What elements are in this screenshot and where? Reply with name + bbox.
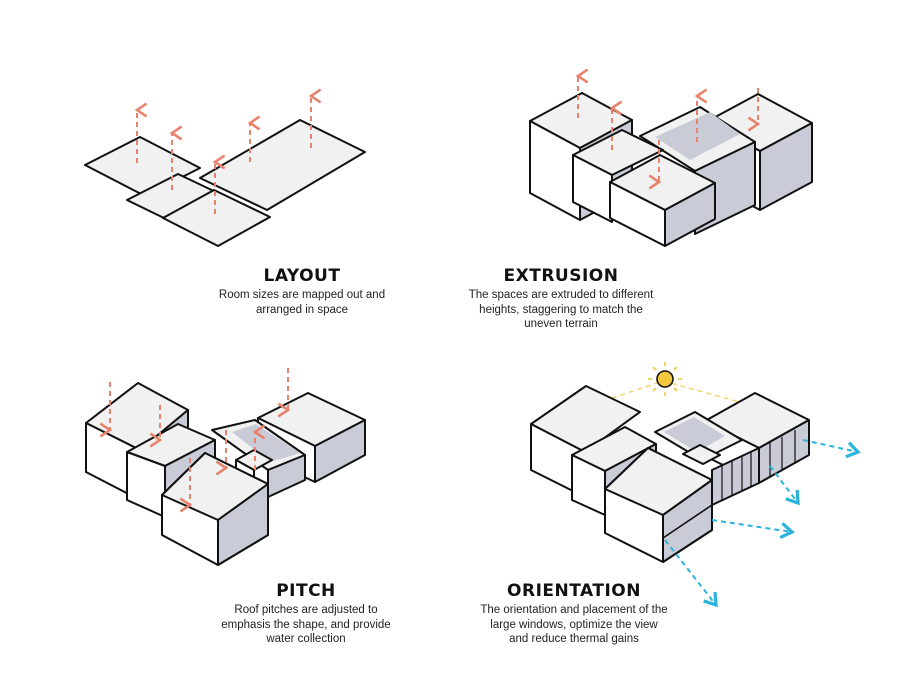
panel-title: LAYOUT — [263, 266, 341, 286]
box-side — [217, 483, 269, 566]
roof-shadow — [655, 112, 740, 160]
box-front — [572, 154, 613, 223]
dashed-view-arrow-icon — [711, 519, 795, 539]
box-side — [664, 182, 716, 247]
panel-description: The orientation and placement of the lar… — [456, 603, 692, 647]
panel-description: Roof pitches are adjusted to emphasis th… — [195, 603, 417, 647]
pitch-diagram — [85, 382, 366, 566]
panel-title: PITCH — [276, 581, 336, 601]
description-line: arranged in space — [255, 303, 349, 316]
window-mullions — [721, 430, 796, 500]
layout-floor-plate — [199, 119, 366, 211]
description-line: uneven terrain — [524, 318, 598, 330]
extrusion-caption: EXTRUSION The spaces are extruded to dif… — [450, 266, 672, 332]
window-strip — [711, 447, 760, 506]
extrusion-arrows — [575, 68, 761, 190]
description-line: large windows, optimize the view — [490, 618, 658, 631]
description-line: heights, staggering to match the — [479, 303, 643, 316]
layout-floor-plate — [162, 189, 271, 247]
description-line: The spaces are extruded to different — [468, 289, 654, 301]
dashed-view-arrow-icon — [664, 539, 718, 608]
panel-title: ORIENTATION — [507, 581, 641, 601]
box-top — [682, 444, 721, 465]
orientation-diagram — [530, 385, 810, 563]
layout-diagram — [84, 119, 366, 247]
description-line: water collection — [266, 633, 346, 645]
roof-shadow — [232, 424, 300, 462]
panel-title: EXTRUSION — [503, 266, 619, 286]
pitch-arrows — [99, 368, 291, 513]
pitch-caption: PITCH Roof pitches are adjusted to empha… — [195, 581, 417, 647]
description-line: Roof pitches are adjusted to — [234, 604, 378, 616]
panel-description: Room sizes are mapped out and arranged i… — [192, 288, 412, 317]
description-line: emphasis the shape, and provide — [221, 618, 391, 631]
panel-description: The spaces are extruded to different hei… — [450, 288, 672, 332]
orientation-arrows — [664, 439, 861, 608]
orientation-caption: ORIENTATION The orientation and placemen… — [456, 581, 692, 647]
roof-shadow — [664, 417, 725, 452]
description-line: Room sizes are mapped out and — [218, 289, 386, 301]
description-line: The orientation and placement of the — [480, 604, 668, 616]
description-line: and reduce thermal gains — [509, 633, 639, 645]
dashed-view-arrow-icon — [802, 439, 861, 459]
dashed-view-arrow-icon — [769, 465, 800, 506]
layout-arrows — [134, 88, 322, 214]
layout-caption: LAYOUT Room sizes are mapped out and arr… — [192, 266, 412, 317]
extrusion-diagram — [529, 92, 813, 247]
sun-icon — [648, 362, 682, 396]
